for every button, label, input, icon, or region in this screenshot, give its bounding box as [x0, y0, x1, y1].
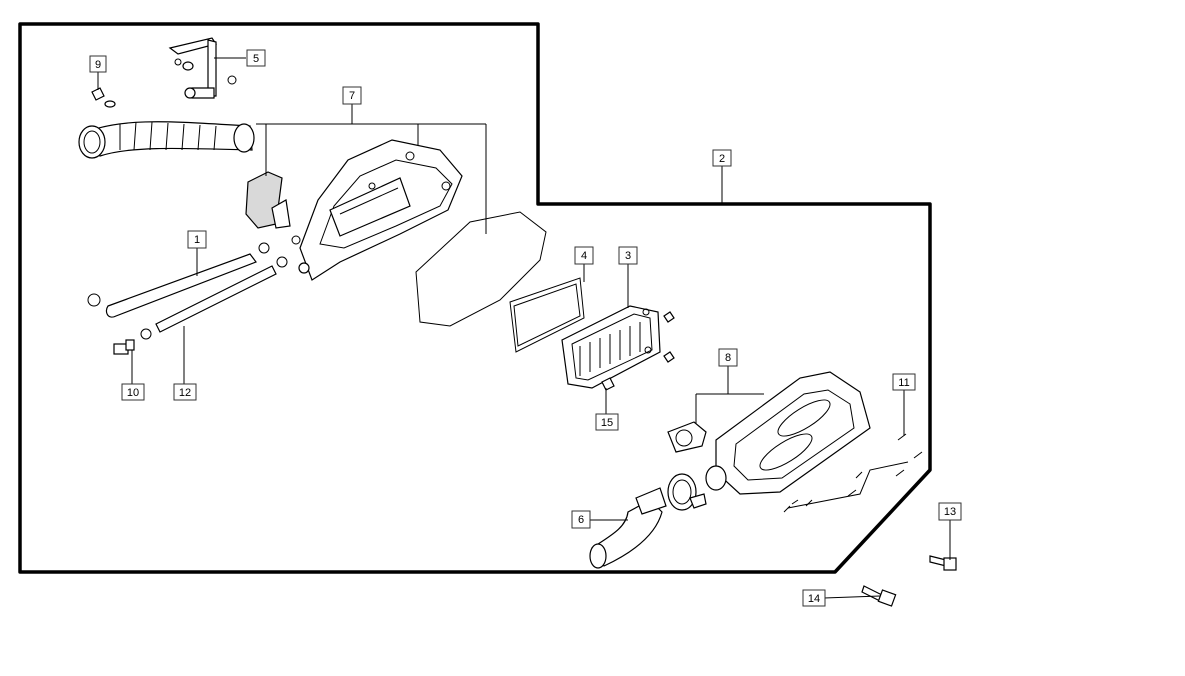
callout-label-15: 15 — [601, 417, 613, 429]
callout-11: 11 — [892, 373, 916, 391]
callout-label-2: 2 — [719, 153, 725, 165]
callout-13: 13 — [938, 502, 962, 521]
filter-cover-part — [667, 371, 871, 495]
callout-label-5: 5 — [253, 53, 259, 65]
filter-element-part — [561, 305, 661, 389]
callout-label-11: 11 — [898, 377, 909, 389]
cover-clips-part — [783, 433, 923, 513]
callout-label-6: 6 — [578, 514, 584, 526]
housing-gasket-part — [415, 211, 547, 327]
callout-label-4: 4 — [581, 250, 587, 262]
callout-label-1: 1 — [194, 234, 200, 246]
callout-5: 5 — [246, 49, 266, 67]
callout-label-14: 14 — [808, 593, 820, 605]
callout-6: 6 — [571, 510, 591, 529]
callout-7: 7 — [342, 86, 362, 105]
callout-label-12: 12 — [179, 387, 191, 399]
grommets-part — [258, 235, 301, 268]
callout-8: 8 — [718, 348, 738, 367]
callout-label-3: 3 — [625, 250, 631, 262]
callout-14: 14 — [802, 589, 826, 607]
leader-lines — [97, 57, 951, 599]
callout-label-8: 8 — [725, 352, 731, 364]
callout-10: 10 — [121, 383, 145, 401]
callout-12: 12 — [173, 383, 197, 401]
filter-screws-part — [663, 311, 675, 363]
callout-2: 2 — [712, 149, 732, 167]
damper-part — [245, 171, 291, 229]
assembly-outline — [18, 22, 932, 574]
callout-9: 9 — [89, 55, 107, 73]
callout-15: 15 — [595, 413, 619, 431]
screw-part-15 — [601, 377, 615, 391]
callout-label-9: 9 — [95, 59, 101, 71]
breather-pipe-part — [168, 37, 237, 99]
callout-3: 3 — [618, 246, 638, 265]
bolt-part-13 — [929, 555, 957, 571]
bolt-part-14 — [861, 585, 897, 607]
intake-hose-part — [78, 121, 255, 159]
drain-tube-part — [87, 253, 257, 318]
callout-label-7: 7 — [349, 90, 355, 102]
screw-part-9 — [91, 87, 116, 108]
callout-1: 1 — [187, 230, 207, 249]
callout-label-13: 13 — [944, 506, 956, 518]
filter-gasket-part — [509, 277, 585, 353]
hose-clamp-part — [667, 473, 707, 511]
callout-label-10: 10 — [127, 387, 139, 399]
filter-housing-part — [298, 139, 463, 281]
intake-elbow-part — [589, 487, 667, 569]
short-tube-part — [140, 265, 277, 340]
drain-plug-part — [113, 339, 135, 355]
callout-4: 4 — [574, 246, 594, 265]
